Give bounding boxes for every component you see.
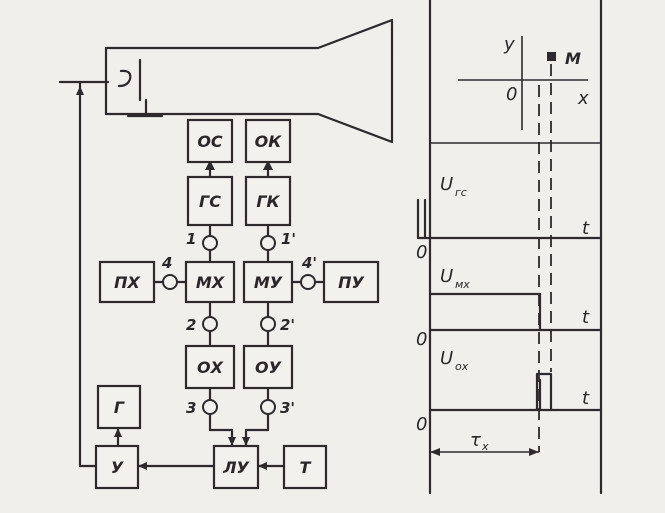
timing-panel: y x 0 M U гс t 0 U мх t 0 U ох t 0 τ: [416, 0, 603, 495]
spot-marker-label: M: [565, 49, 581, 68]
block-t-label: Т: [300, 458, 312, 477]
block-lu: ЛУ: [212, 444, 260, 490]
screen-y-axis-label: y: [503, 34, 515, 55]
connection-nodes: [162, 235, 316, 415]
block-gk-label: ГК: [256, 192, 280, 211]
block-py-label: ПУ: [338, 273, 364, 292]
crt-tube: [58, 18, 394, 144]
block-my-label: МУ: [254, 273, 283, 292]
plot-gs-zero: 0: [416, 242, 427, 263]
node-1-prime-label: 1': [281, 230, 296, 248]
plot-ox-t-label: t: [582, 388, 590, 409]
node-3: [202, 399, 218, 415]
node-4-label: 4: [161, 254, 172, 272]
tau-label: τ: [470, 430, 481, 451]
plot-ox-sub: ох: [455, 360, 469, 373]
block-g-label: Г: [114, 398, 125, 417]
plot-gs-label: U: [440, 174, 453, 195]
block-ox-label: ОХ: [197, 358, 224, 377]
node-3-prime: [260, 399, 276, 415]
plot-gs-sub: гс: [455, 186, 467, 199]
node-4: [162, 274, 178, 290]
block-ok-label: ОК: [255, 132, 283, 151]
plot-mx-zero: 0: [416, 329, 427, 350]
node-2-prime-label: 2': [280, 316, 295, 334]
tau-sub: х: [481, 440, 489, 453]
block-lu-label: ЛУ: [222, 458, 249, 477]
block-px-label: ПХ: [114, 273, 140, 292]
node-3-label: 3: [186, 399, 196, 417]
plot-mx-label: U: [440, 266, 453, 287]
block-ok: ОК: [244, 118, 292, 164]
plot-ox-zero: 0: [416, 414, 427, 435]
electron-gun-symbol: [117, 69, 132, 88]
node-1-prime: [260, 235, 276, 251]
connection-lines: [76, 80, 326, 470]
node-1: [202, 235, 218, 251]
node-1-label: 1: [186, 230, 196, 248]
block-gs: ГС: [186, 175, 234, 227]
node-2: [202, 316, 218, 332]
block-t: Т: [282, 444, 328, 490]
block-g: Г: [96, 384, 142, 430]
node-2-label: 2: [186, 316, 196, 334]
screen-x-axis-label: x: [577, 88, 589, 109]
plot-mx-sub: мх: [455, 278, 470, 291]
block-my: МУ: [242, 260, 294, 304]
block-py: ПУ: [322, 260, 380, 304]
block-os: ОС: [186, 118, 234, 164]
block-oy-label: ОУ: [255, 358, 282, 377]
block-u: У: [94, 444, 140, 490]
node-labels: 1 1' 2 2' 3 3' 4 4': [161, 230, 317, 417]
node-2-prime: [260, 316, 276, 332]
node-4-prime: [300, 274, 316, 290]
block-oy: ОУ: [242, 344, 294, 390]
block-os-label: ОС: [197, 132, 223, 151]
block-mx-label: МХ: [196, 273, 225, 292]
block-ox: ОХ: [184, 344, 236, 390]
plot-mx-t-label: t: [582, 307, 590, 328]
block-u-label: У: [111, 458, 124, 477]
spot-marker: [547, 52, 556, 61]
block-gk: ГК: [244, 175, 292, 227]
plot-ox-label: U: [440, 348, 453, 369]
node-4-prime-label: 4': [301, 254, 317, 272]
block-gs-label: ГС: [199, 192, 221, 211]
plot-gs-t-label: t: [582, 218, 590, 239]
screen-origin-label: 0: [506, 84, 517, 105]
block-px: ПХ: [98, 260, 156, 304]
node-3-prime-label: 3': [280, 399, 295, 417]
block-mx: МХ: [184, 260, 236, 304]
